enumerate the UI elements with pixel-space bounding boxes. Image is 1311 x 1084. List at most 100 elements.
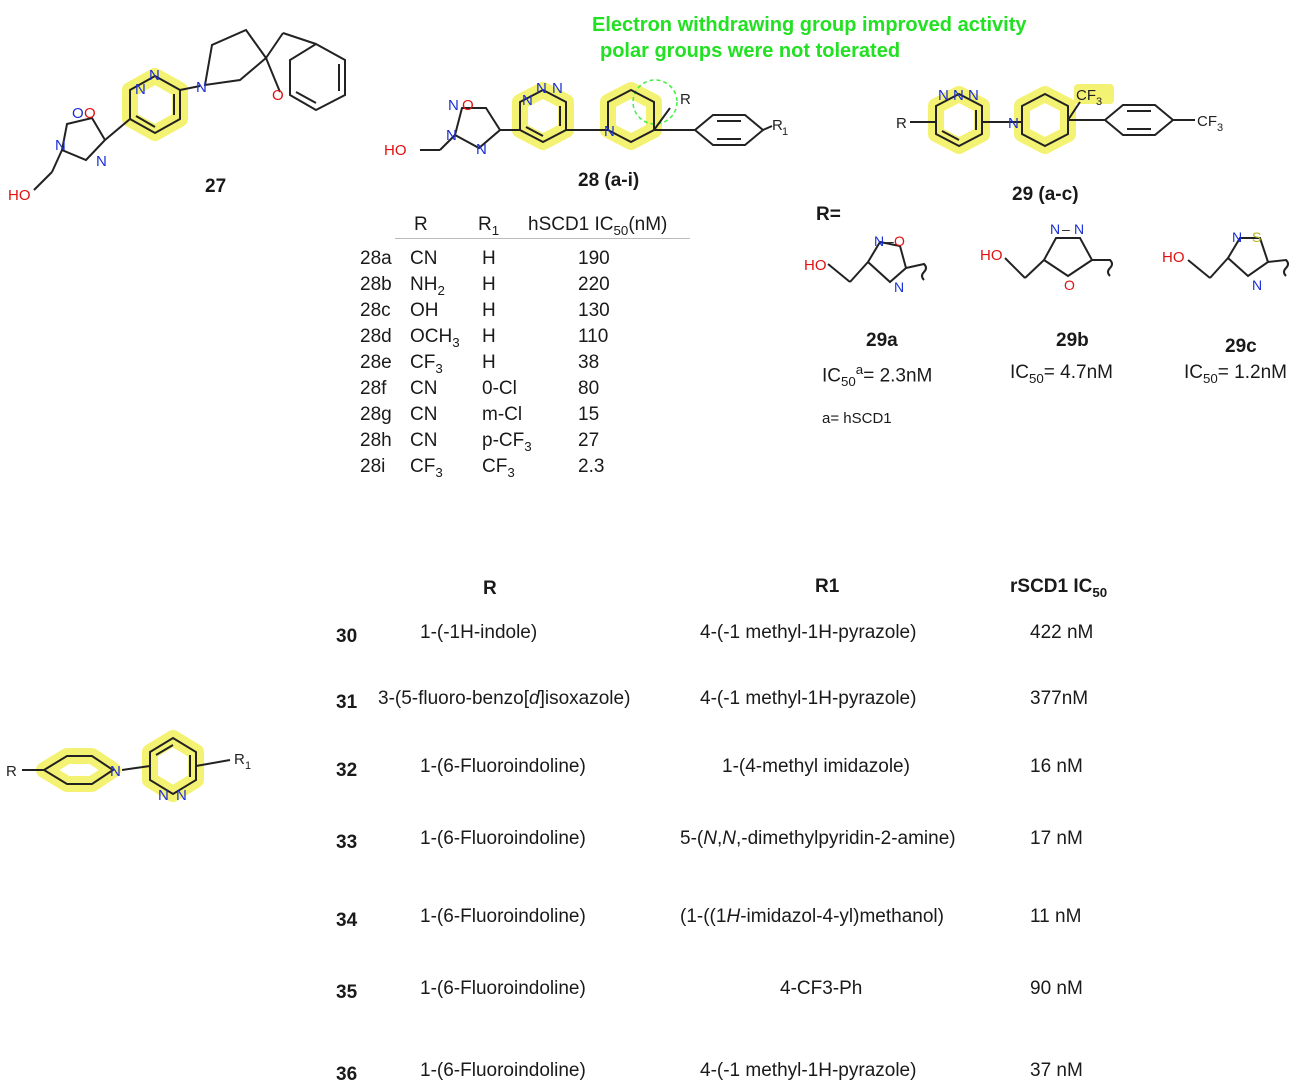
t28-cell-id: 28f — [360, 378, 387, 399]
svg-text:CF: CF — [1197, 113, 1217, 130]
svg-text:N: N — [874, 233, 884, 249]
t30-cell-r1: 5-(N,N,-dimethylpyridin-2-amine) — [680, 828, 956, 849]
svg-text:N: N — [149, 67, 160, 84]
svg-text:N: N — [448, 97, 459, 114]
t28-cell-r: OCH3 — [410, 326, 460, 350]
t28-cell-r1: 0-Cl — [482, 378, 517, 399]
t28-cell-r1: H — [482, 274, 496, 295]
t30-cell-ic50: 90 nM — [1030, 978, 1083, 999]
svg-text:N: N — [1008, 115, 1019, 132]
structure-28: N N N N R R 1 N O N N HO — [384, 79, 788, 159]
svg-text:3: 3 — [1096, 96, 1102, 108]
svg-text:R: R — [896, 115, 907, 132]
svg-text:R: R — [234, 751, 245, 768]
t30-cell-ic50: 17 nM — [1030, 828, 1083, 849]
t28-cell-r1: H — [482, 352, 496, 373]
svg-text:HO: HO — [384, 142, 407, 159]
t30-cell-r: 1-(-1H-indole) — [420, 622, 538, 643]
t28-cell-ic50: 220 — [578, 274, 610, 295]
t28-cell-r: CF3 — [410, 456, 443, 480]
t28-cell-r1: CF3 — [482, 456, 515, 480]
svg-text:S: S — [1252, 229, 1261, 245]
svg-text:–: – — [886, 233, 894, 249]
svg-text:O: O — [1064, 277, 1075, 293]
t28-cell-ic50: 110 — [578, 326, 609, 347]
compound-label-29a: 29a — [866, 330, 898, 351]
svg-text:N: N — [1232, 229, 1242, 245]
svg-text:1: 1 — [782, 126, 788, 138]
compound-label-28: 28 (a-i) — [578, 170, 640, 191]
svg-text:N: N — [604, 123, 615, 140]
svg-text:O: O — [72, 105, 84, 122]
svg-text:O: O — [84, 105, 96, 122]
svg-text:3: 3 — [1217, 122, 1223, 134]
t28-cell-id: 28a — [360, 248, 392, 269]
svg-text:1: 1 — [245, 760, 251, 772]
compound-label-27: 27 — [205, 176, 227, 197]
t30-cell-id: 30 — [336, 626, 358, 647]
t28-cell-r: CN — [410, 378, 438, 399]
t30-cell-ic50: 377nM — [1030, 688, 1089, 709]
t30-cell-r1: 4-(-1 methyl-1H-pyrazole) — [700, 622, 917, 643]
svg-text:N: N — [446, 127, 457, 144]
t30-cell-r: 1-(6-Fluoroindoline) — [420, 978, 586, 999]
svg-text:–: – — [1062, 221, 1070, 237]
svg-text:HO: HO — [804, 257, 827, 274]
t30-cell-r: 1-(6-Fluoroindoline) — [420, 756, 586, 777]
t28-cell-ic50: 130 — [578, 300, 610, 321]
svg-text:O: O — [894, 233, 905, 249]
t30-cell-id: 34 — [336, 910, 358, 931]
t30-cell-r: 1-(6-Fluoroindoline) — [420, 828, 586, 849]
structure-29: R N N N N CF 3 CF 3 — [896, 84, 1223, 154]
t30-cell-r: 1-(6-Fluoroindoline) — [420, 906, 586, 927]
t30-cell-ic50: 37 nM — [1030, 1060, 1083, 1081]
svg-text:R: R — [6, 763, 17, 780]
svg-text:HO: HO — [8, 187, 31, 204]
t30-cell-id: 33 — [336, 832, 358, 853]
annotation-line-2: polar groups were not tolerated — [600, 40, 901, 62]
t30-cell-ic50: 16 nM — [1030, 756, 1083, 777]
t28-cell-ic50: 190 — [578, 248, 610, 269]
svg-text:O: O — [462, 97, 474, 114]
svg-text:N: N — [968, 87, 979, 104]
compound-label-29: 29 (a-c) — [1012, 184, 1079, 205]
svg-text:N: N — [1074, 221, 1084, 237]
t28-header-rule — [395, 238, 690, 239]
svg-text:HO: HO — [980, 247, 1003, 264]
t30-cell-r1: 1-(4-methyl imidazole) — [722, 756, 910, 777]
t30-cell-r1: 4-CF3-Ph — [780, 978, 863, 999]
svg-text:N: N — [536, 80, 547, 97]
t30-cell-id: 35 — [336, 982, 358, 1003]
t28-cell-r: CN — [410, 430, 438, 451]
t28-header-ic50: hSCD1 IC50(nM) — [528, 214, 668, 238]
t30-header-ic50: rSCD1 IC50 — [1010, 576, 1108, 600]
t30-cell-ic50: 422 nM — [1030, 622, 1094, 643]
t30-cell-r1: 4-(-1 methyl-1H-pyrazole) — [700, 1060, 917, 1081]
t28-cell-r1: H — [482, 300, 496, 321]
t28-cell-id: 28b — [360, 274, 392, 295]
annotation-line-1: Electron withdrawing group improved acti… — [592, 14, 1027, 36]
svg-text:N: N — [894, 279, 904, 295]
compound-label-29b: 29b — [1056, 330, 1089, 351]
r-equals-label: R= — [816, 204, 841, 225]
ic50-29b: IC50= 4.7nM — [1010, 362, 1113, 386]
t28-cell-ic50: 27 — [578, 430, 600, 451]
t28-cell-id: 28d — [360, 326, 392, 347]
t30-cell-r1: 4-(-1 methyl-1H-pyrazole) — [700, 688, 917, 709]
svg-text:N: N — [158, 787, 169, 804]
t30-cell-id: 31 — [336, 692, 358, 713]
structure-27: N N N O O O N N HO — [8, 28, 346, 204]
t30-header-r1: R1 — [815, 576, 840, 597]
t28-cell-r1: m-Cl — [482, 404, 523, 425]
t28-cell-r1: H — [482, 326, 496, 347]
t28-cell-id: 28g — [360, 404, 392, 425]
t28-header-r: R — [414, 214, 428, 235]
t30-cell-ic50: 11 nM — [1030, 906, 1082, 927]
footnote-hscd1: a= hSCD1 — [822, 410, 892, 427]
svg-text:R: R — [680, 91, 691, 108]
t28-cell-r1: p-CF3 — [482, 430, 532, 454]
svg-text:N: N — [196, 79, 207, 96]
t28-cell-r: OH — [410, 300, 439, 321]
atom-n: N — [135, 81, 146, 98]
t28-cell-ic50: 38 — [578, 352, 600, 373]
